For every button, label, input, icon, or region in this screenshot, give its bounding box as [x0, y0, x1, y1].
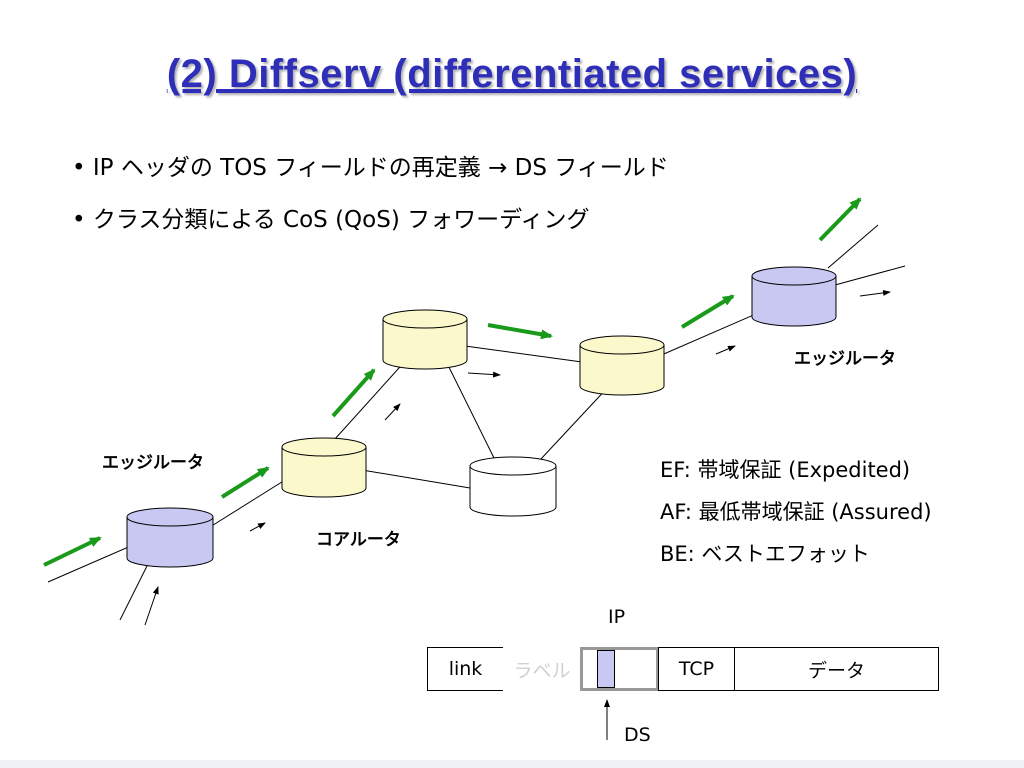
green-arrow — [680, 294, 735, 329]
packet-field-data: データ — [734, 647, 939, 691]
link-core1-top — [324, 357, 409, 451]
router-core-1 — [281, 437, 367, 498]
router-edge-right — [751, 266, 837, 327]
legend-ef: EF: 帯域保証 (Expedited) — [660, 458, 911, 482]
green-arrow — [43, 536, 102, 567]
green-arrow — [818, 197, 862, 242]
best-effort-arrows — [144, 289, 891, 626]
link-ingress-1 — [47, 544, 134, 583]
router-core-right — [579, 335, 665, 396]
label-edge-router-right: エッジルータ — [794, 349, 896, 369]
label-core-router: コアルータ — [316, 530, 401, 550]
link-ingress-2 — [119, 559, 151, 621]
legend-af: AF: 最低帯域保証 (Assured) — [660, 500, 932, 524]
links — [47, 224, 906, 621]
ip-header-caption: IP — [608, 606, 626, 628]
priority-flow-arrows — [43, 197, 862, 567]
green-arrow — [487, 323, 553, 340]
green-arrow — [220, 466, 270, 499]
link-right-edge — [649, 309, 766, 361]
router-edge-left — [126, 507, 214, 568]
footer-band — [0, 760, 1024, 768]
link-top-right — [464, 345, 583, 363]
packet-field-link: link — [427, 647, 504, 691]
black-arrow — [249, 522, 266, 532]
ds-field-caption: DS — [624, 724, 651, 746]
router-core-top — [382, 309, 468, 370]
link-edge-core1 — [209, 479, 286, 528]
link-egress-1 — [827, 224, 879, 269]
slide-title: (2) Diffserv (differentiated services) — [166, 52, 858, 96]
link-core1-white — [361, 469, 471, 489]
legend-be: BE: ベストエフォット — [660, 542, 870, 566]
black-arrow — [859, 289, 891, 297]
packet-field-label: ラベル — [503, 647, 581, 691]
bullet-ds-field: • IP ヘッダの TOS フィールドの再定義 → DS フィールド — [72, 155, 669, 181]
packet-field-ds — [597, 650, 615, 688]
green-arrow — [331, 368, 376, 418]
link-white-right — [539, 384, 611, 461]
black-arrow — [384, 403, 401, 421]
black-arrow — [467, 371, 501, 378]
link-egress-2 — [834, 265, 906, 286]
bullet-cos-forwarding: • クラス分類による CoS (QoS) フォワーディング — [72, 207, 590, 233]
router-core-white — [469, 456, 557, 517]
label-edge-router-left: エッジルータ — [102, 453, 204, 473]
packet-field-tcp: TCP — [658, 647, 735, 691]
black-arrow — [144, 586, 159, 626]
packet-field-ip-header — [580, 647, 659, 691]
black-arrow — [715, 345, 736, 355]
